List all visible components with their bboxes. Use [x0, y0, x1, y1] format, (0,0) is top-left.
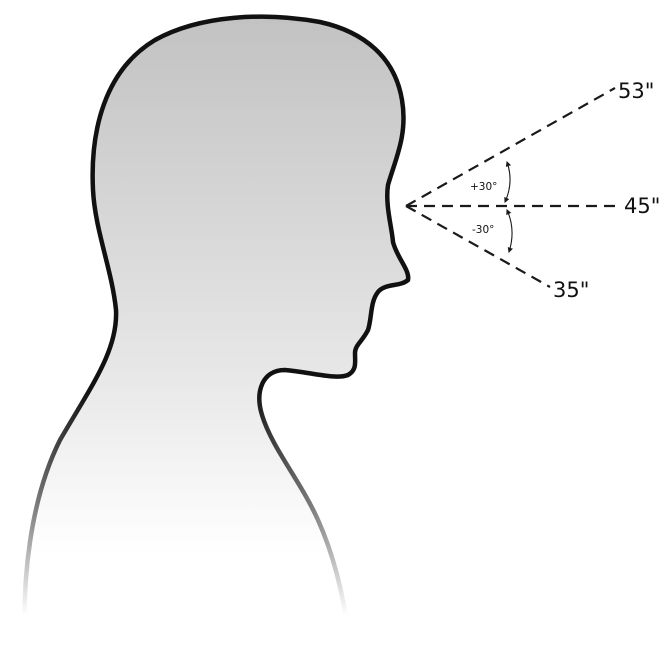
- level-height-label: 45": [624, 194, 660, 218]
- upper-angle-arc: [505, 162, 510, 202]
- head-silhouette: [24, 17, 408, 648]
- lower-angle-label: -30°: [472, 224, 494, 236]
- upper-angle-label: +30°: [470, 181, 497, 193]
- upper-sight-line: [406, 88, 615, 206]
- lower-angle-arc: [507, 210, 512, 252]
- upper-height-label: 53": [618, 79, 654, 103]
- lower-sight-line: [406, 206, 550, 287]
- lower-height-label: 35": [553, 278, 589, 302]
